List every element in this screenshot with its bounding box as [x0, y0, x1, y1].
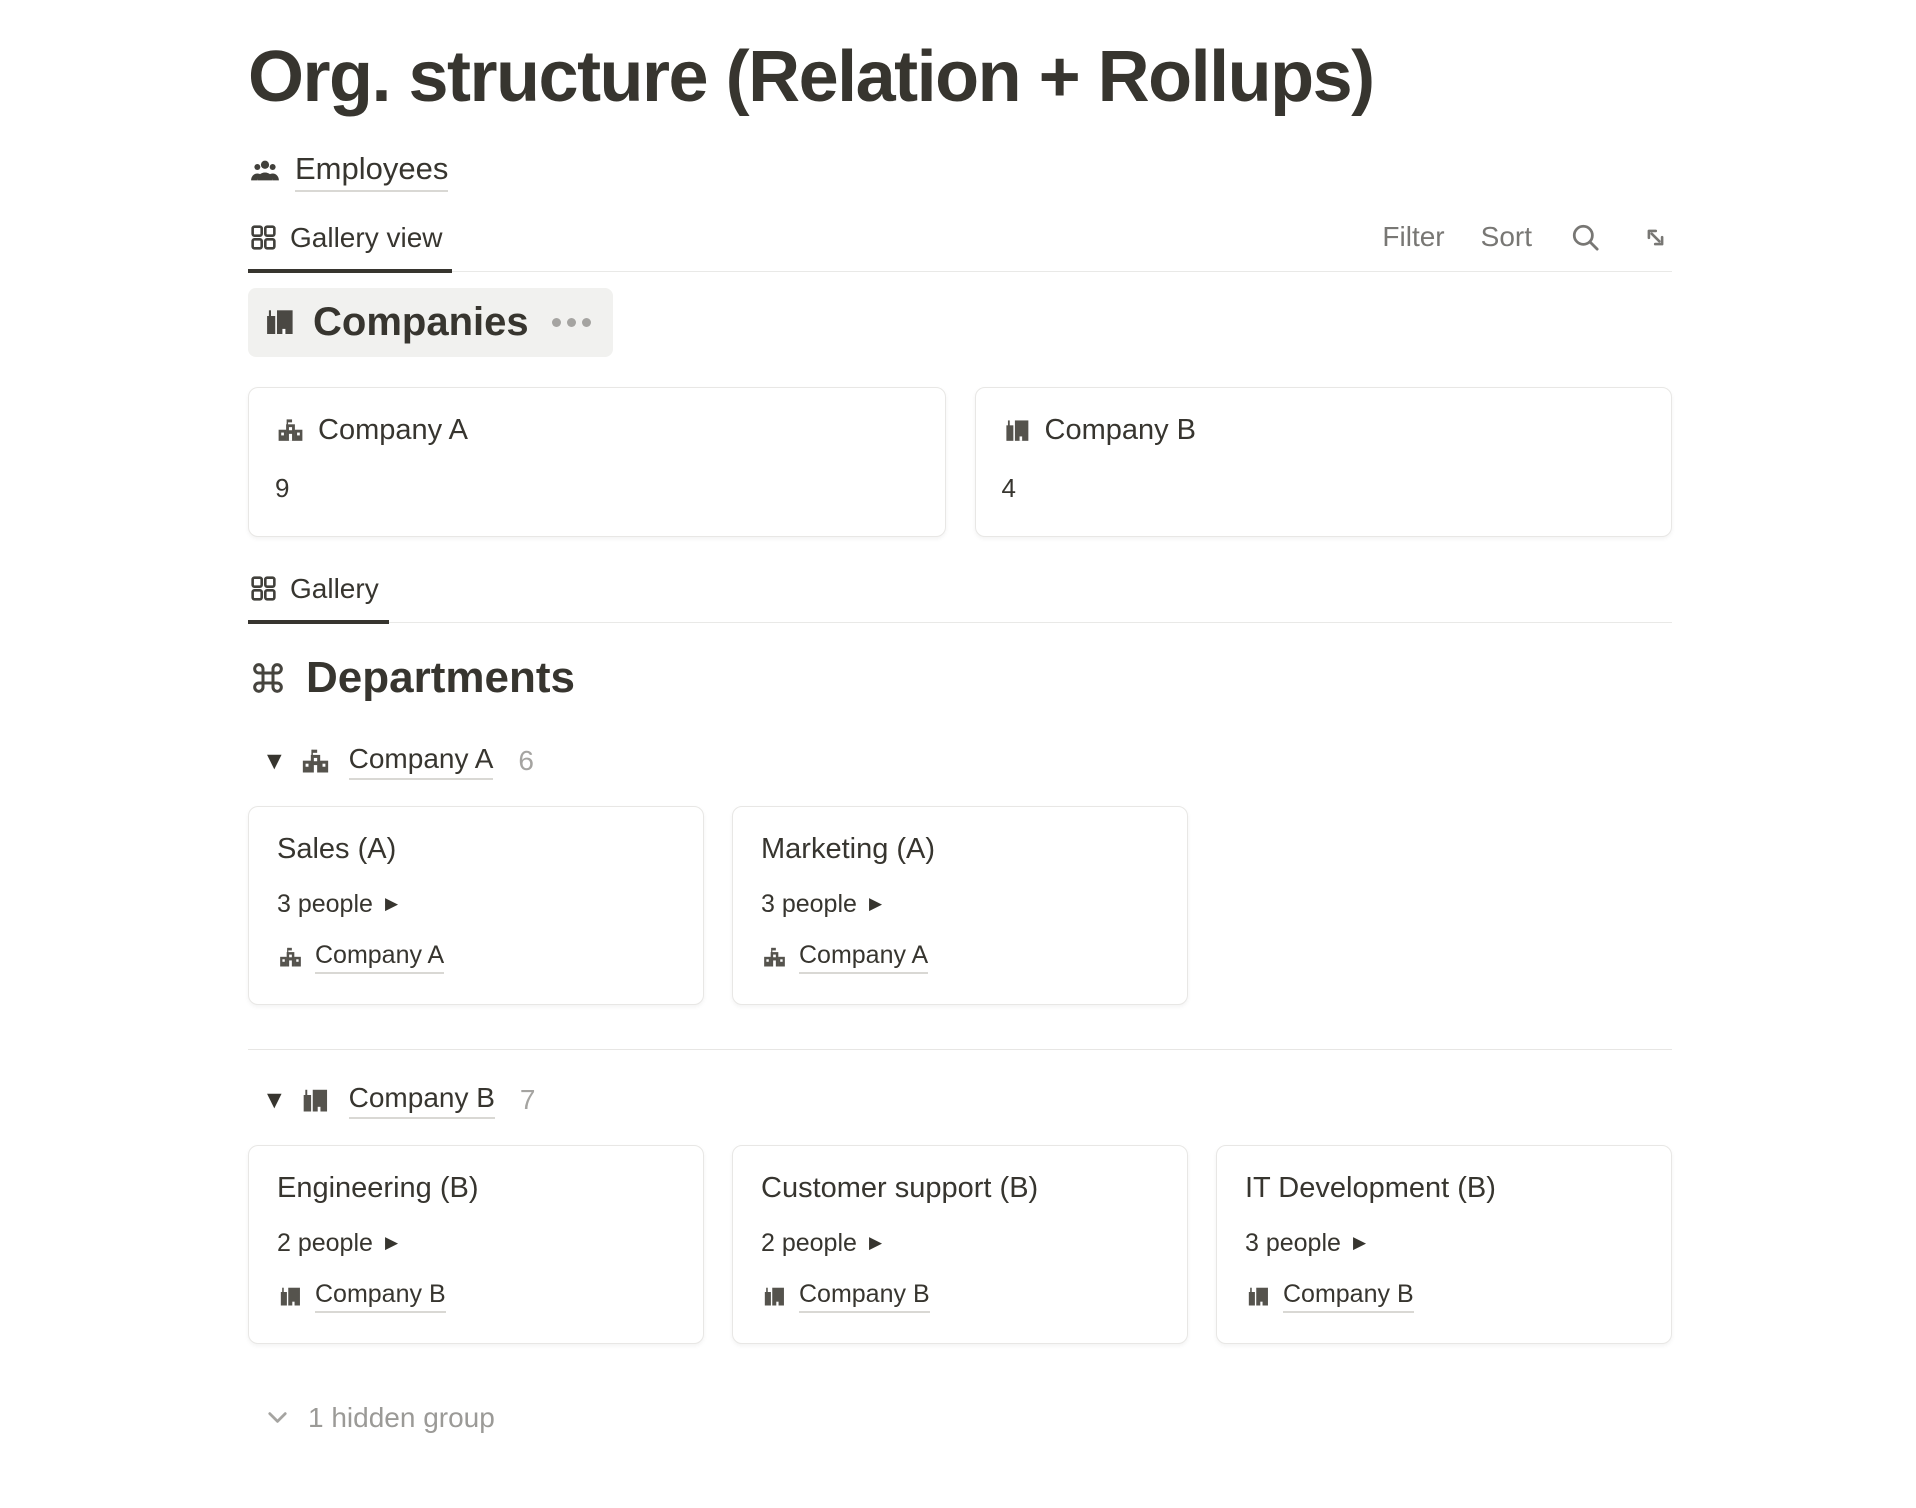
- card-title: Engineering (B): [277, 1171, 479, 1204]
- chevron-down-icon: [262, 1402, 293, 1433]
- departments-gallery-company-b: Engineering (B) 2 people ▶ Company B Cus…: [248, 1144, 1672, 1344]
- expand-diagonal-icon[interactable]: [1639, 221, 1672, 254]
- group-divider: [248, 1048, 1672, 1050]
- command-icon: [248, 658, 288, 698]
- card-title: Sales (A): [277, 832, 397, 865]
- view-toolbar: Gallery view Filter Sort: [248, 220, 1672, 273]
- group-company-link[interactable]: Company A: [348, 743, 494, 780]
- people-count: 3 people: [761, 889, 857, 918]
- departments-view-toolbar: Gallery: [248, 573, 1672, 624]
- page-title: Org. structure (Relation + Rollups): [248, 37, 1375, 117]
- group-company-link[interactable]: Company B: [348, 1082, 495, 1119]
- departments-gallery-company-a: Sales (A) 3 people ▶ Company A Marketing…: [248, 805, 1672, 1005]
- expand-arrow-icon[interactable]: ▶: [384, 894, 399, 915]
- city-buildings-icon: [1245, 1283, 1272, 1310]
- gallery-grid-icon: [248, 222, 279, 253]
- city-buildings-icon: [277, 1283, 304, 1310]
- card-count: 4: [1001, 472, 1016, 503]
- hidden-group-toggle[interactable]: 1 hidden group: [262, 1402, 495, 1434]
- card-it-development-b[interactable]: IT Development (B) 3 people ▶ Company B: [1216, 1144, 1672, 1344]
- companies-db-title[interactable]: Companies: [248, 287, 613, 357]
- employees-link[interactable]: Employees: [248, 151, 449, 192]
- expand-arrow-icon[interactable]: ▶: [1352, 1233, 1367, 1254]
- card-customer-support-b[interactable]: Customer support (B) 2 people ▶ Company …: [732, 1144, 1188, 1344]
- card-title: Company B: [1044, 413, 1197, 446]
- group-count: 6: [518, 745, 534, 777]
- filter-button[interactable]: Filter: [1382, 221, 1445, 253]
- people-count: 3 people: [277, 889, 373, 918]
- card-count: 9: [275, 472, 290, 503]
- company-relation-link[interactable]: Company B: [1283, 1280, 1414, 1313]
- employees-link-label: Employees: [295, 151, 449, 192]
- people-count: 3 people: [1245, 1228, 1341, 1257]
- search-icon[interactable]: [1568, 220, 1603, 255]
- school-building-icon: [299, 745, 332, 778]
- company-relation-link[interactable]: Company B: [799, 1280, 930, 1313]
- company-relation-link[interactable]: Company B: [315, 1280, 446, 1313]
- card-company-b[interactable]: Company B 4: [974, 386, 1672, 537]
- card-marketing-a[interactable]: Marketing (A) 3 people ▶ Company A: [732, 805, 1188, 1005]
- expand-arrow-icon[interactable]: ▶: [868, 894, 883, 915]
- tab-gallery-view[interactable]: Gallery view: [248, 221, 453, 273]
- school-building-icon: [761, 944, 788, 971]
- people-count: 2 people: [277, 1228, 373, 1257]
- companies-db-title-label: Companies: [313, 299, 529, 344]
- toolbar-actions: Filter Sort: [1382, 220, 1672, 271]
- company-relation-link[interactable]: Company A: [315, 941, 445, 974]
- card-title: Marketing (A): [761, 832, 936, 865]
- city-buildings-icon: [761, 1283, 788, 1310]
- collapse-triangle-icon[interactable]: ▼: [267, 750, 282, 773]
- ellipsis-icon[interactable]: [551, 317, 591, 327]
- departments-db-title-label: Departments: [306, 652, 575, 702]
- city-buildings-icon: [1002, 415, 1033, 446]
- card-engineering-b[interactable]: Engineering (B) 2 people ▶ Company B: [248, 1144, 704, 1344]
- city-buildings-icon: [299, 1084, 332, 1117]
- people-icon: [248, 154, 282, 188]
- group-header-company-b: ▼ Company B 7: [267, 1082, 1672, 1119]
- company-relation-link[interactable]: Company A: [799, 941, 929, 974]
- people-count: 2 people: [761, 1228, 857, 1257]
- card-company-a[interactable]: Company A 9: [248, 386, 946, 537]
- tab-gallery[interactable]: Gallery: [248, 573, 389, 624]
- school-building-icon: [277, 944, 304, 971]
- expand-arrow-icon[interactable]: ▶: [868, 1233, 883, 1254]
- hidden-group-label: 1 hidden group: [308, 1401, 495, 1433]
- group-count: 7: [519, 1084, 536, 1116]
- card-title: Company A: [318, 413, 468, 446]
- school-building-icon: [275, 415, 306, 446]
- card-title: IT Development (B): [1245, 1171, 1496, 1204]
- card-sales-a[interactable]: Sales (A) 3 people ▶ Company A: [248, 805, 704, 1005]
- expand-arrow-icon[interactable]: ▶: [384, 1233, 399, 1254]
- gallery-grid-icon: [248, 573, 279, 604]
- collapse-triangle-icon[interactable]: ▼: [267, 1089, 282, 1112]
- notion-page: Org. structure (Relation + Rollups) Empl…: [248, 36, 1672, 1434]
- group-header-company-a: ▼ Company A 6: [267, 743, 1672, 780]
- city-buildings-icon: [262, 304, 298, 340]
- sort-button[interactable]: Sort: [1480, 221, 1532, 253]
- card-title: Customer support (B): [761, 1171, 1039, 1204]
- tab-gallery-view-label: Gallery view: [290, 221, 443, 253]
- tab-gallery-label: Gallery: [290, 572, 379, 604]
- companies-gallery: Company A 9 Company B 4: [248, 386, 1672, 537]
- departments-db-title: Departments: [248, 653, 1672, 703]
